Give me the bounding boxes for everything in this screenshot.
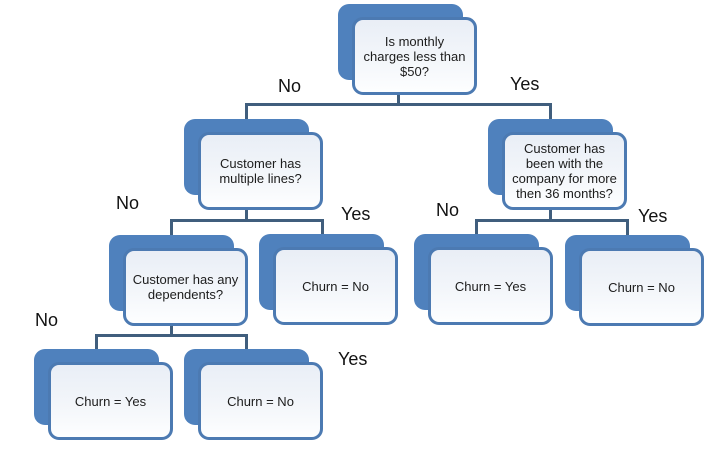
branch-label-root-no: No [278,76,302,96]
node-label: Customer has any dependents? [132,272,239,302]
connector-root-down [397,93,400,105]
node-card: Churn = No [198,362,323,440]
connector-tenure-horizontal [475,219,629,222]
node-label: Churn = No [608,279,675,295]
node-card: Churn = No [273,247,398,325]
node-card: Is monthly charges less than $50? [352,17,477,95]
node-card: Churn = Yes [428,247,553,325]
connector-dependents-horizontal [95,334,248,337]
branch-label-dependents-no: No [35,310,59,330]
node-label: Customer has been with the company for m… [512,141,617,201]
connector-dependents-down [170,323,173,336]
node-card: Customer has multiple lines? [198,132,323,210]
node-card: Churn = Yes [48,362,173,440]
node-card: Customer has any dependents? [123,248,248,326]
branch-label-tenure-no: No [436,200,460,220]
branch-label-tenure-yes: Yes [638,206,668,226]
connector-tenure-down [549,208,552,221]
connector-dependents-no-stub [95,334,98,350]
connector-root-yes-stub [549,103,552,119]
node-label: Is monthly charges less than $50? [363,33,466,79]
connector-lines-down [245,208,248,221]
connector-root-horizontal [245,103,552,106]
node-label: Customer has multiple lines? [219,156,302,186]
connector-tenure-no-stub [475,219,478,235]
connector-lines-no-stub [170,219,173,235]
node-label: Churn = No [227,393,294,409]
node-label: Churn = No [302,278,369,294]
connector-root-no-stub [245,103,248,119]
connector-tenure-yes-stub [626,219,629,235]
node-label: Churn = Yes [74,393,147,409]
connector-dependents-yes-stub [245,334,248,350]
node-card: Customer has been with the company for m… [502,132,627,210]
branch-label-dependents-yes: Yes [338,349,368,369]
branch-label-lines-yes: Yes [341,204,371,224]
node-label: Churn = Yes [454,278,527,294]
connector-lines-horizontal [170,219,324,222]
connector-lines-yes-stub [321,219,324,235]
branch-label-lines-no: No [116,193,140,213]
branch-label-root-yes: Yes [510,74,540,94]
node-card: Churn = No [579,248,704,326]
